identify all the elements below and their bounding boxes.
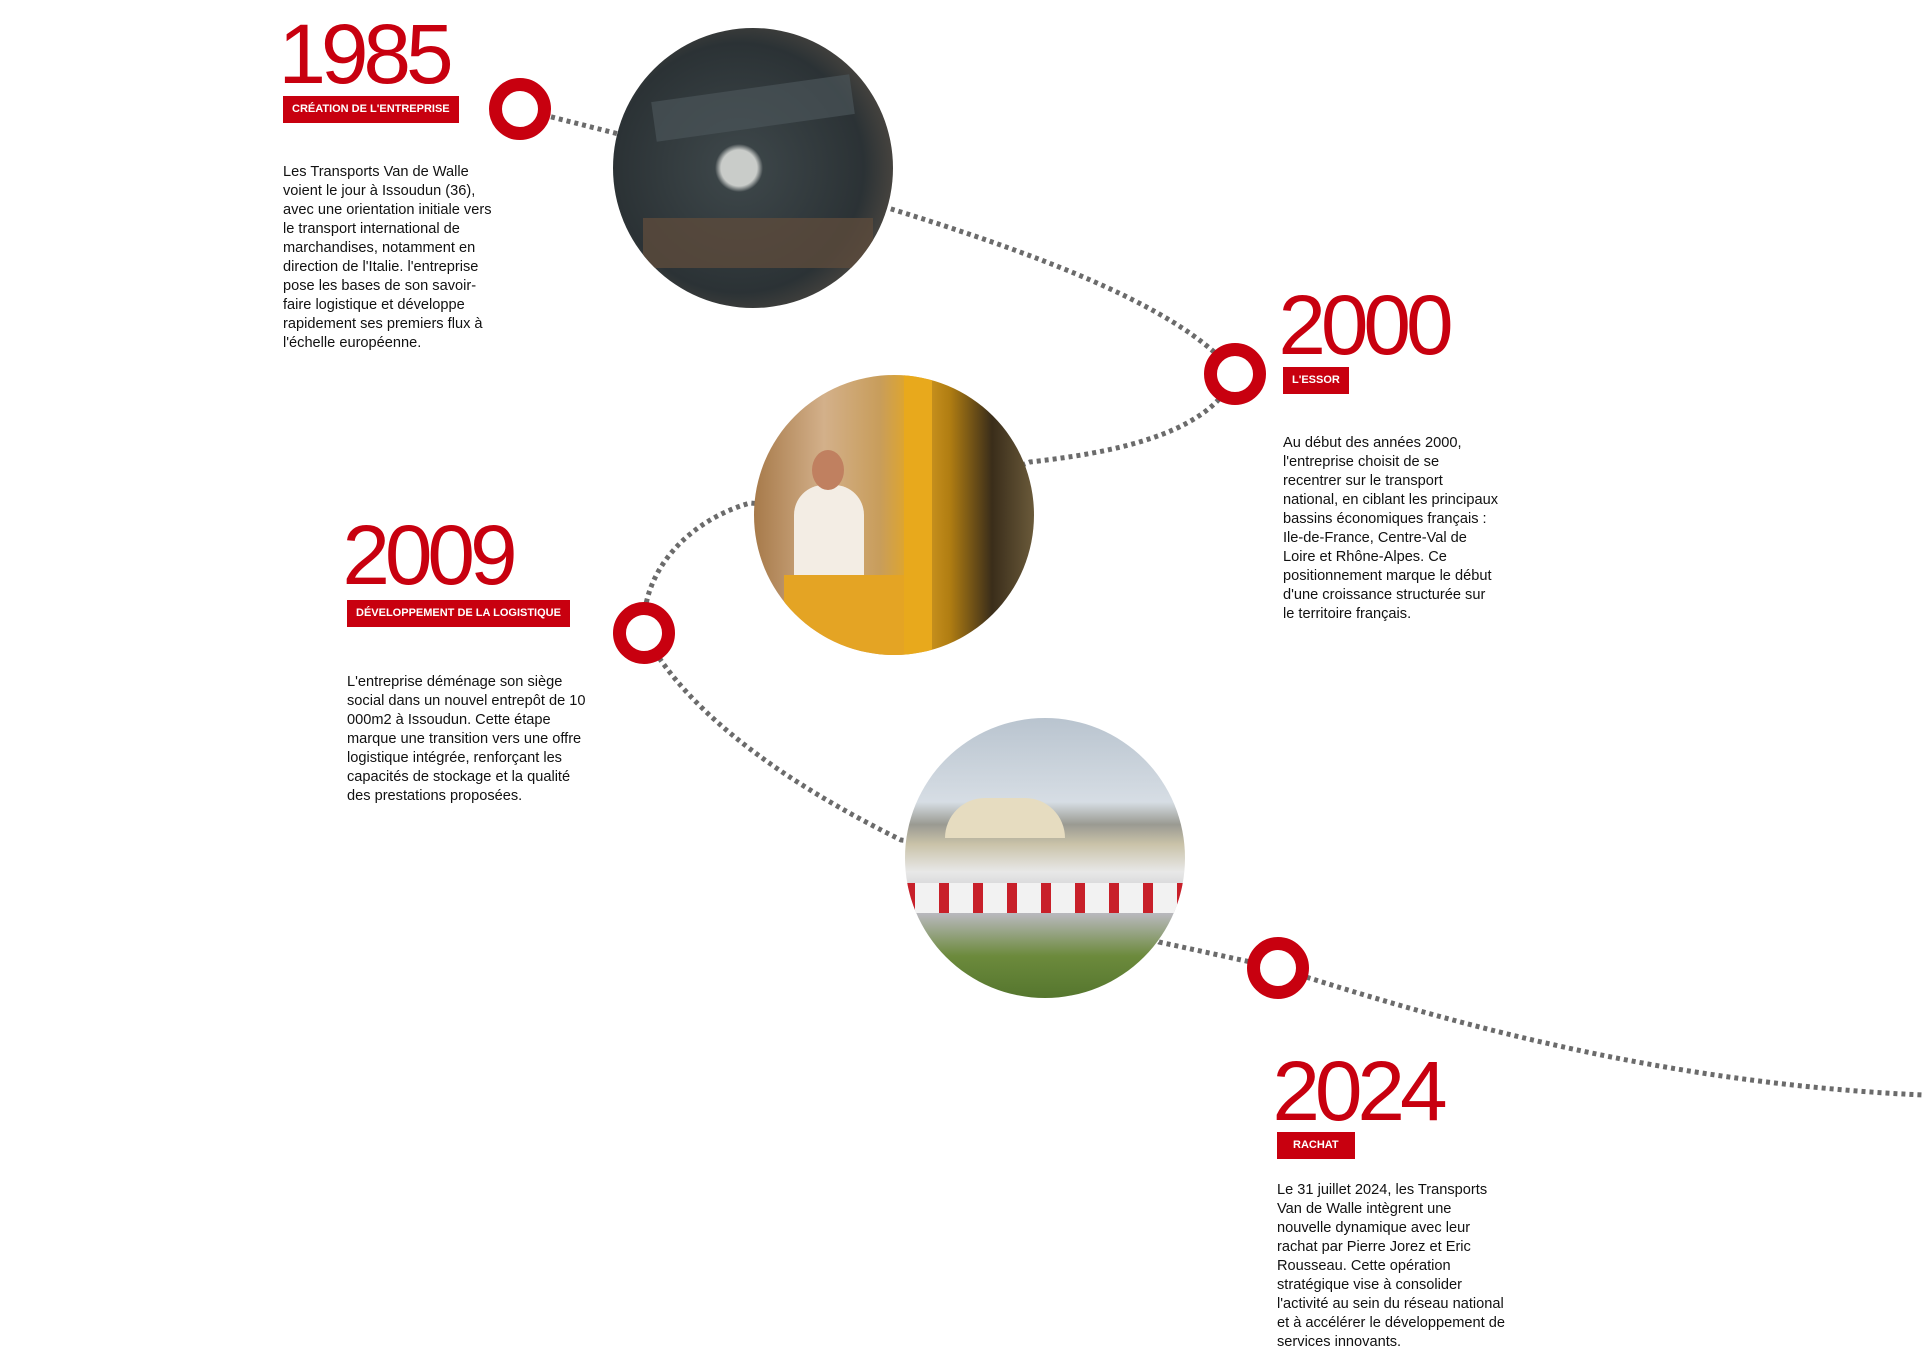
timeline-marker-2009 — [613, 602, 675, 664]
milestone-description: Les Transports Van de Walle voient le jo… — [283, 164, 492, 351]
timeline-marker-1985 — [489, 78, 551, 140]
milestone-badge: DÉVELOPPEMENT DE LA LOGISTIQUE — [347, 600, 570, 627]
milestone-badge: RACHAT — [1277, 1132, 1355, 1159]
year-2000: 2000 — [1278, 278, 1453, 372]
year-2009: 2009 — [342, 508, 517, 602]
timeline-marker-2024 — [1247, 937, 1309, 999]
year-2024: 2024 — [1272, 1044, 1447, 1138]
photo-forklift-operator — [754, 375, 1034, 655]
year-1985: 1985 — [278, 7, 453, 101]
milestone-description: Le 31 juillet 2024, les Transports Van d… — [1277, 1182, 1505, 1350]
timeline-marker-2000 — [1204, 343, 1266, 405]
photo-truck-fleet — [905, 718, 1185, 998]
milestone-badge: L'ESSOR — [1283, 367, 1349, 394]
milestone-description: Au début des années 2000, l'entreprise c… — [1283, 435, 1498, 622]
photo-old-truck — [613, 28, 893, 308]
milestone-description: L'entreprise déménage son siège social d… — [347, 674, 586, 804]
milestone-badge: CRÉATION DE L'ENTREPRISE — [283, 96, 459, 123]
